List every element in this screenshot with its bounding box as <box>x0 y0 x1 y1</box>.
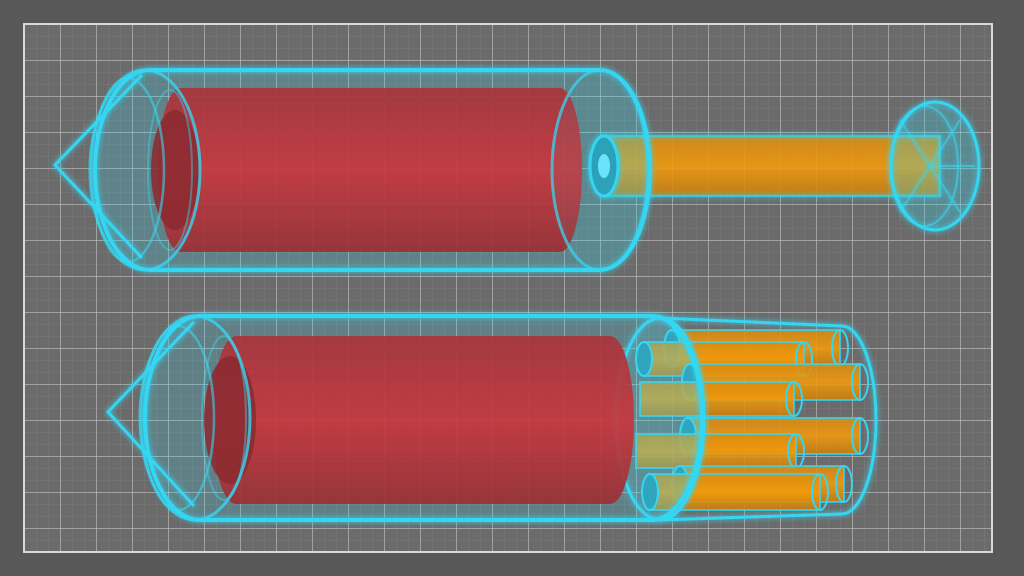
single-rod-assembly <box>52 68 981 272</box>
capsule-body <box>52 68 652 272</box>
bundle-rod-assembly <box>105 314 878 522</box>
capsule-body <box>105 314 704 522</box>
end-plug <box>889 100 981 232</box>
